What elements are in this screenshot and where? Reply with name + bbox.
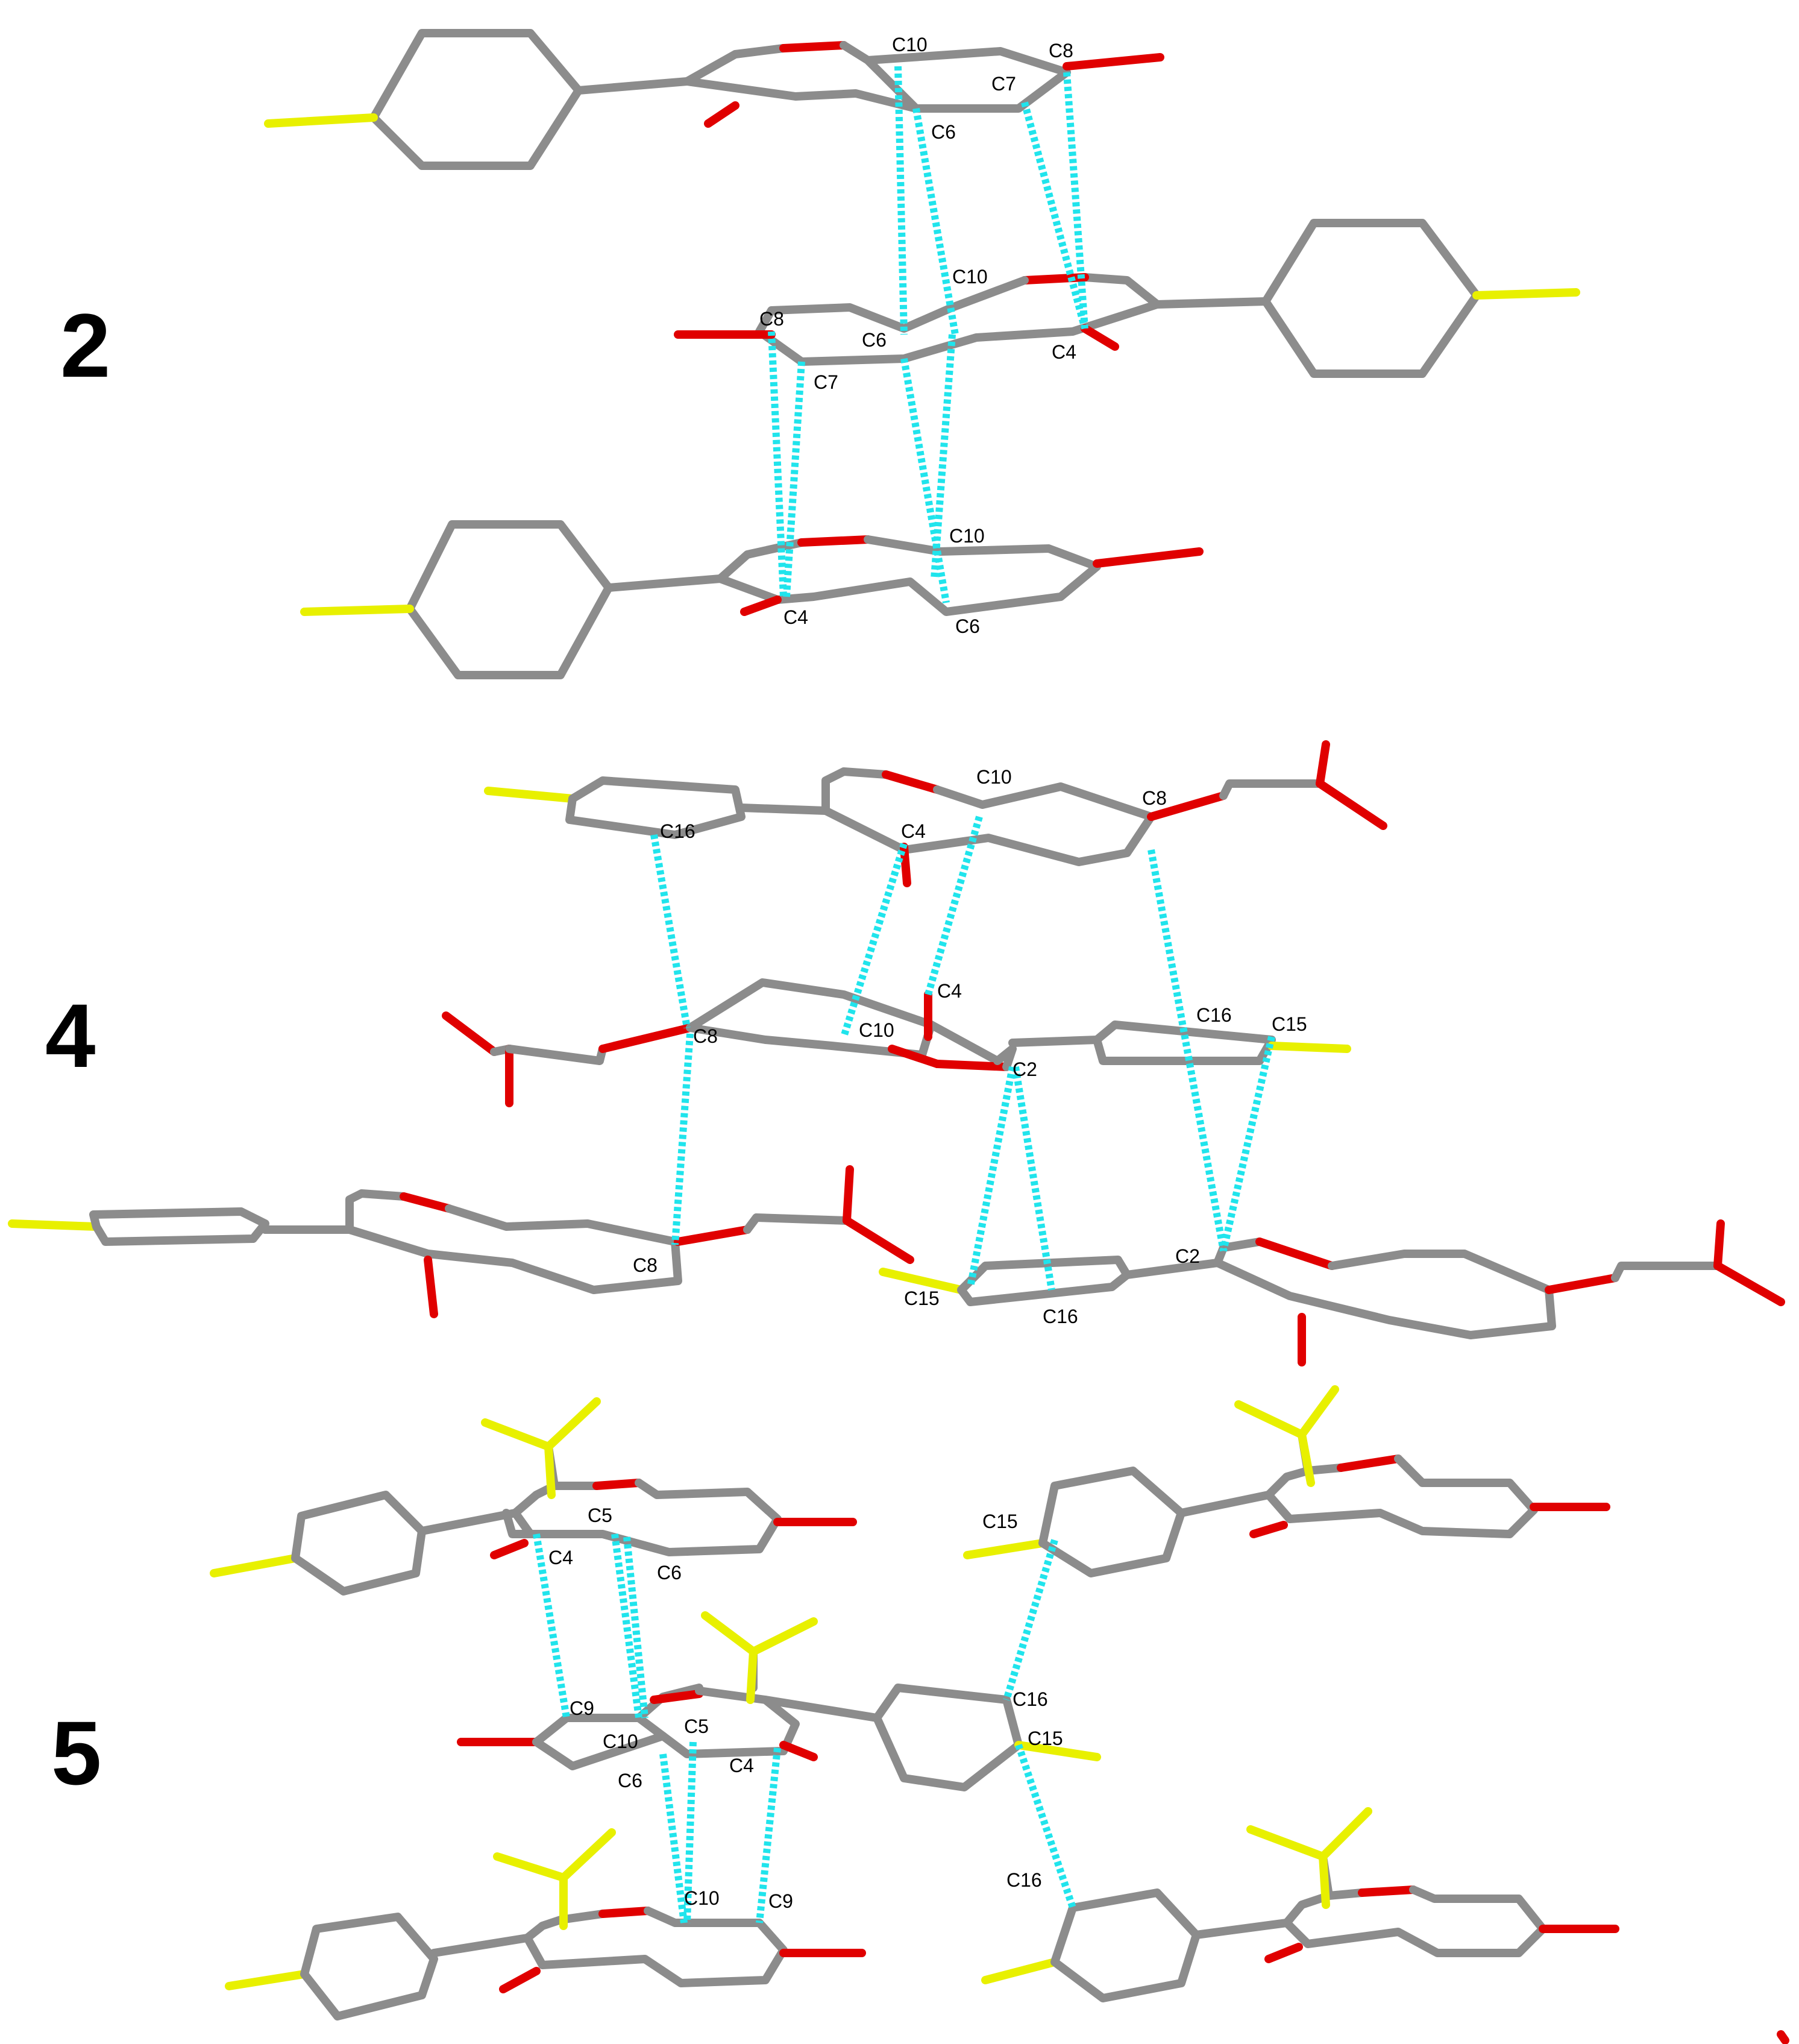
atom-label: C6: [618, 1770, 642, 1791]
molecule-4a: [484, 740, 1387, 887]
atom-label: C16: [660, 820, 695, 842]
atom-labels-4: C10 C8 C16 C4 C4 C8 C10 C16 C15 C2 C8 C2…: [633, 766, 1307, 1327]
atom-label: C15: [904, 1288, 940, 1309]
atom-label: C16: [1006, 1869, 1042, 1891]
atom-label: C16: [1013, 1688, 1048, 1710]
atom-label: C16: [1043, 1306, 1078, 1327]
molecule-4c: [8, 1165, 914, 1318]
atom-label: C2: [1013, 1058, 1037, 1080]
contacts-5: [533, 1533, 1076, 1923]
compound-label-5: 5: [51, 1702, 101, 1803]
molecule-5d: [963, 1385, 1610, 1577]
atom-label: C8: [1049, 40, 1073, 61]
atom-label: C8: [693, 1025, 718, 1047]
molecule-2a: [264, 29, 1164, 170]
atom-label: C15: [982, 1511, 1018, 1532]
atom-label: C4: [729, 1755, 754, 1776]
atom-label: C6: [862, 329, 887, 351]
panel-4: 4: [8, 740, 1785, 1366]
atom-label: C6: [955, 615, 980, 637]
atom-label: C6: [931, 121, 956, 143]
atom-label: C4: [783, 606, 808, 628]
atom-label: C4: [548, 1547, 573, 1568]
contacts-2: [768, 66, 1088, 604]
atom-label: C5: [684, 1715, 709, 1737]
stray-bond-fragment: [1777, 2030, 1789, 2044]
atom-label: C6: [657, 1562, 682, 1583]
atom-label: C9: [570, 1697, 594, 1719]
molecule-2c: [300, 520, 1204, 679]
atom-label: C8: [759, 308, 784, 330]
atom-label: C10: [952, 266, 988, 288]
contacts-4: [650, 816, 1275, 1291]
atom-label: C10: [892, 34, 928, 55]
atom-labels-5: C5 C4 C6 C15 C16 C15 C9 C10 C5 C6 C4 C16…: [548, 1505, 1063, 1912]
atom-label: C4: [937, 980, 962, 1002]
panel-2: 2: [60, 29, 1580, 679]
atom-labels-2: C10 C8 C7 C6 C10 C8 C6 C7 C4 C10 C4 C6: [759, 34, 1076, 637]
atom-label: C10: [949, 525, 985, 547]
atom-label: C5: [588, 1505, 612, 1526]
atom-label: C2: [1175, 1245, 1200, 1267]
molecule-5e: [981, 1807, 1619, 2002]
molecule-5c: [225, 1828, 866, 2020]
molecule-5a: [210, 1397, 857, 1596]
atom-label: C4: [1052, 341, 1076, 363]
compound-label-4: 4: [45, 985, 95, 1086]
atom-label: C10: [603, 1731, 638, 1752]
compound-label-2: 2: [60, 295, 110, 396]
atom-label: C16: [1196, 1004, 1232, 1026]
atom-label: C15: [1028, 1728, 1063, 1749]
atom-label: C10: [976, 766, 1012, 788]
molecule-2b: [674, 219, 1580, 378]
atom-label: C4: [901, 820, 926, 842]
atom-label: C7: [814, 371, 838, 393]
atom-label: C10: [859, 1019, 894, 1041]
atom-label: C10: [684, 1887, 720, 1909]
atom-label: C7: [991, 73, 1016, 95]
molecule-4d: [879, 1219, 1785, 1366]
atom-label: C15: [1272, 1013, 1307, 1035]
molecule-4b: [442, 978, 1351, 1107]
atom-label: C8: [1142, 787, 1167, 809]
atom-label: C9: [768, 1890, 793, 1912]
panel-5: 5: [51, 1385, 1619, 2020]
atom-label: C8: [633, 1254, 658, 1276]
